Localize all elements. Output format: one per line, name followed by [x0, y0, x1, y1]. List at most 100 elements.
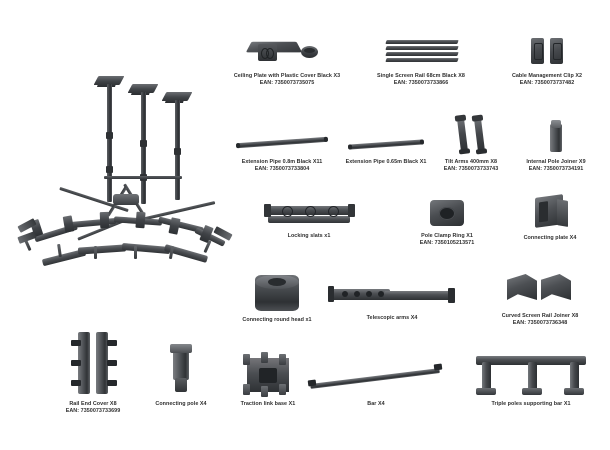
main-assembly-render [17, 70, 234, 280]
rail-joiner-piece [507, 274, 537, 300]
slat-body [268, 216, 350, 223]
assembly-pole-joiner [174, 148, 181, 155]
assembly-tilt-arm [94, 246, 97, 259]
part-caption: Tilt Arms 400mm X8 EAN: 7350073733743 [444, 159, 499, 173]
part-caption: Extension Pipe 0.65m Black X1 [346, 159, 427, 166]
rail-end-cover-art [60, 330, 126, 398]
clamp-ring-body [430, 200, 464, 226]
assembly-pole-joiner [106, 132, 113, 139]
part-extension-pipe-065m: Extension Pipe 0.65m Black X1 [336, 132, 436, 166]
connecting-pole-art [159, 340, 203, 398]
single-screen-rail-art [380, 32, 462, 70]
pipe-end-cap [323, 136, 329, 143]
tilt-arm-piece [473, 117, 486, 153]
part-caption: Bar X4 [367, 401, 384, 408]
part-caption: Cable Management Clip X2 EAN: 7350073737… [512, 73, 582, 87]
plastic-cover [301, 46, 318, 58]
part-ean: EAN: 7350073736348 [512, 319, 568, 326]
traction-fin [279, 354, 286, 365]
pipe-body [347, 139, 425, 150]
telescopic-hole [378, 291, 384, 297]
traction-fin [279, 384, 286, 395]
assembly-screen-mount [135, 211, 146, 229]
part-caption: Triple poles supporting bar X1 [491, 401, 570, 408]
part-caption: Connecting plate X4 [524, 235, 577, 242]
part-telescopic-arms: Telescopic arms X4 [326, 280, 458, 322]
round-head-body [255, 275, 299, 311]
triple-poles-bar-art [470, 348, 592, 398]
rail-piece [385, 58, 459, 62]
connecting-pole-body [170, 344, 192, 392]
part-locking-slats: Locking slats x1 [256, 198, 362, 240]
assembly-screen-mount [62, 215, 75, 233]
part-name: Locking slats x1 [287, 233, 331, 239]
part-cable-management-clip: Cable Management Clip X2 EAN: 7350073737… [488, 32, 606, 87]
cable-clip-piece [550, 38, 563, 64]
part-curved-screen-rail-joiner: Curved Screen Rail Joiner X8 EAN: 735007… [474, 268, 606, 327]
part-caption: Rail End Cover X8 EAN: 7350073733699 [66, 401, 121, 415]
part-caption: Connecting round head x1 [242, 317, 311, 324]
part-caption: Telescopic arms X4 [367, 315, 418, 322]
part-name: Tilt Arms 400mm X8 [444, 159, 498, 165]
part-caption: Locking slats x1 [288, 233, 331, 240]
assembly-pole-joiner [106, 166, 113, 173]
bar-end [307, 379, 317, 387]
part-triple-poles-supporting-bar: Triple poles supporting bar X1 [456, 348, 606, 408]
bar-art [307, 356, 444, 398]
assembly-pole [107, 84, 112, 202]
supporting-bar-leg [570, 362, 579, 390]
telescopic-end [328, 286, 334, 302]
part-connecting-plate: Connecting plate X4 [506, 192, 594, 242]
part-name: Extension Pipe 0.8m Black X11 [241, 159, 323, 165]
assembly-screen-mount [99, 211, 110, 229]
rail-end-cover-piece [96, 332, 108, 394]
extension-pipe-08m-art [232, 128, 332, 156]
part-ceiling-plate: Ceiling Plate with Plastic Cover Black X… [222, 32, 352, 87]
assembly-rail-segment [77, 244, 127, 255]
slat-hole [305, 206, 316, 217]
pipe-end-cap [419, 139, 425, 145]
traction-fin [243, 354, 250, 365]
internal-pole-joiner-art [534, 116, 578, 156]
part-name: Extension Pipe 0.65m Black X1 [345, 159, 427, 165]
part-ean: EAN: 7350105213571 [419, 239, 475, 246]
part-ean: EAN: 7350073733804 [254, 165, 310, 172]
traction-link-base-art [241, 352, 295, 398]
part-ean: EAN: 7350073735075 [259, 79, 315, 86]
rail-end-notch [71, 340, 81, 346]
telescopic-arms-art [328, 280, 456, 312]
telescopic-hole [342, 291, 348, 297]
pipe-end-cap [347, 144, 353, 150]
supporting-bar-foot [564, 388, 584, 395]
slat-end [348, 204, 355, 217]
assembly-pole-joiner [140, 140, 147, 147]
rail-end-notch [107, 380, 117, 386]
cable-clip-art [515, 32, 579, 70]
part-ean: EAN: 7350073734191 [528, 165, 584, 172]
rail-end-notch [71, 360, 81, 366]
part-name: Triple poles supporting bar X1 [491, 401, 571, 407]
rail-piece [385, 46, 459, 50]
part-name: Single Screen Rail 68cm Black X8 [377, 73, 465, 79]
extension-pipe-065m-art [344, 132, 428, 156]
joiner-body [550, 120, 562, 152]
supporting-bar-foot [522, 388, 542, 395]
part-name: Curved Screen Rail Joiner X8 [501, 313, 579, 319]
assembly-tilt-arm [134, 246, 137, 259]
part-ean: EAN: 7350073733866 [393, 79, 449, 86]
part-name: Rail End Cover X8 [69, 401, 117, 407]
rail-joiner-piece [541, 274, 571, 300]
part-name: Cable Management Clip X2 [511, 73, 583, 79]
part-caption: Ceiling Plate with Plastic Cover Black X… [234, 73, 340, 87]
traction-fin [261, 386, 268, 397]
part-ean: EAN: 7350073737482 [519, 79, 575, 86]
supporting-bar-leg [482, 362, 491, 390]
part-name: Connecting pole X4 [155, 401, 207, 407]
assembly-round-head [113, 194, 139, 205]
telescopic-section [330, 289, 390, 300]
part-tilt-arms: Tilt Arms 400mm X8 EAN: 7350073733743 [432, 112, 510, 173]
round-head-top [255, 275, 299, 289]
part-name: Connecting round head x1 [242, 317, 312, 323]
part-extension-pipe-08m: Extension Pipe 0.8m Black X11 EAN: 73500… [226, 128, 338, 173]
ceiling-plate-art [241, 32, 333, 70]
